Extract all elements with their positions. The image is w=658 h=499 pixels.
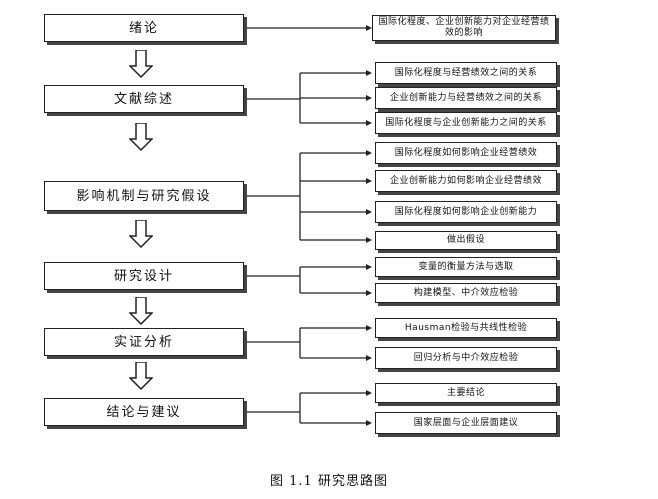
arrowhead-icon: [366, 178, 372, 184]
detail-box: 国际化程度如何影响企业创新能力: [375, 201, 557, 223]
stage-box-empirical: 实证分析: [44, 328, 244, 356]
detail-box: 构建模型、中介效应检验: [375, 283, 557, 303]
arrowhead-icon: [366, 150, 372, 156]
detail-label: Hausman检验与共线性检验: [404, 322, 528, 333]
down-arrow-icon: [129, 297, 153, 325]
stage-box-intro: 绪论: [44, 14, 244, 42]
detail-box: 国际化程度与经营绩效之间的关系: [375, 62, 557, 84]
detail-box: 国际化程度、企业创新能力对企业经营绩效的影响: [372, 15, 556, 41]
detail-label: 国际化程度如何影响企业经营绩效: [394, 147, 538, 158]
arrowhead-icon: [366, 264, 372, 270]
stage-box-mechanism: 影响机制与研究假设: [44, 181, 244, 211]
arrowhead-icon: [366, 70, 372, 76]
detail-box: 主要结论: [375, 383, 557, 403]
stage-label: 结论与建议: [106, 404, 182, 420]
detail-box: Hausman检验与共线性检验: [375, 318, 557, 338]
stage-box-literature: 文献综述: [44, 85, 244, 113]
stage-box-conclusion: 结论与建议: [44, 398, 244, 426]
arrowhead-icon: [366, 420, 372, 426]
stage-label: 影响机制与研究假设: [76, 188, 212, 204]
detail-box: 企业创新能力与经营绩效之间的关系: [375, 87, 557, 109]
stage-label: 绪论: [128, 20, 159, 36]
detail-box: 国家层面与企业层面建议: [375, 412, 557, 434]
arrowhead-icon: [366, 290, 372, 296]
stage-label: 文献综述: [113, 91, 174, 107]
arrowhead-icon: [366, 390, 372, 396]
arrowhead-icon: [366, 120, 372, 126]
detail-label: 回归分析与中介效应检验: [413, 352, 519, 363]
detail-label: 做出假设: [446, 235, 485, 245]
detail-label: 企业创新能力与经营绩效之间的关系: [389, 92, 542, 103]
stage-label: 实证分析: [113, 334, 174, 350]
detail-box: 国际化程度与企业创新能力之间的关系: [375, 112, 557, 134]
figure-caption: 图 1.1 研究思路图: [270, 474, 388, 489]
down-arrow-icon: [129, 220, 153, 248]
detail-label: 企业创新能力如何影响企业经营绩效: [389, 175, 542, 186]
arrowhead-icon: [366, 95, 372, 101]
stage-box-design: 研究设计: [44, 262, 244, 290]
detail-box: 做出假设: [375, 231, 557, 250]
arrowhead-icon: [366, 209, 372, 215]
detail-label: 构建模型、中介效应检验: [413, 287, 519, 298]
arrowhead-icon: [366, 325, 372, 331]
detail-box: 企业创新能力如何影响企业经营绩效: [375, 170, 557, 192]
arrowhead-icon: [366, 237, 372, 243]
arrowhead-icon: [366, 25, 372, 31]
detail-label: 主要结论: [446, 387, 485, 398]
detail-box: 变量的衡量方法与选取: [375, 257, 557, 277]
arrowhead-icon: [366, 355, 372, 361]
detail-label: 变量的衡量方法与选取: [418, 261, 514, 272]
detail-label: 国际化程度、企业创新能力对企业经营绩效的影响: [378, 17, 550, 38]
down-arrow-icon: [129, 362, 153, 390]
detail-label: 国际化程度与经营绩效之间的关系: [394, 67, 538, 78]
down-arrow-icon: [129, 123, 153, 151]
stage-label: 研究设计: [113, 268, 174, 284]
detail-label: 国家层面与企业层面建议: [413, 417, 519, 428]
detail-label: 国际化程度如何影响企业创新能力: [394, 206, 538, 217]
detail-label: 国际化程度与企业创新能力之间的关系: [385, 117, 547, 128]
detail-box: 国际化程度如何影响企业经营绩效: [375, 142, 557, 164]
down-arrow-icon: [129, 50, 153, 78]
detail-box: 回归分析与中介效应检验: [375, 347, 557, 369]
